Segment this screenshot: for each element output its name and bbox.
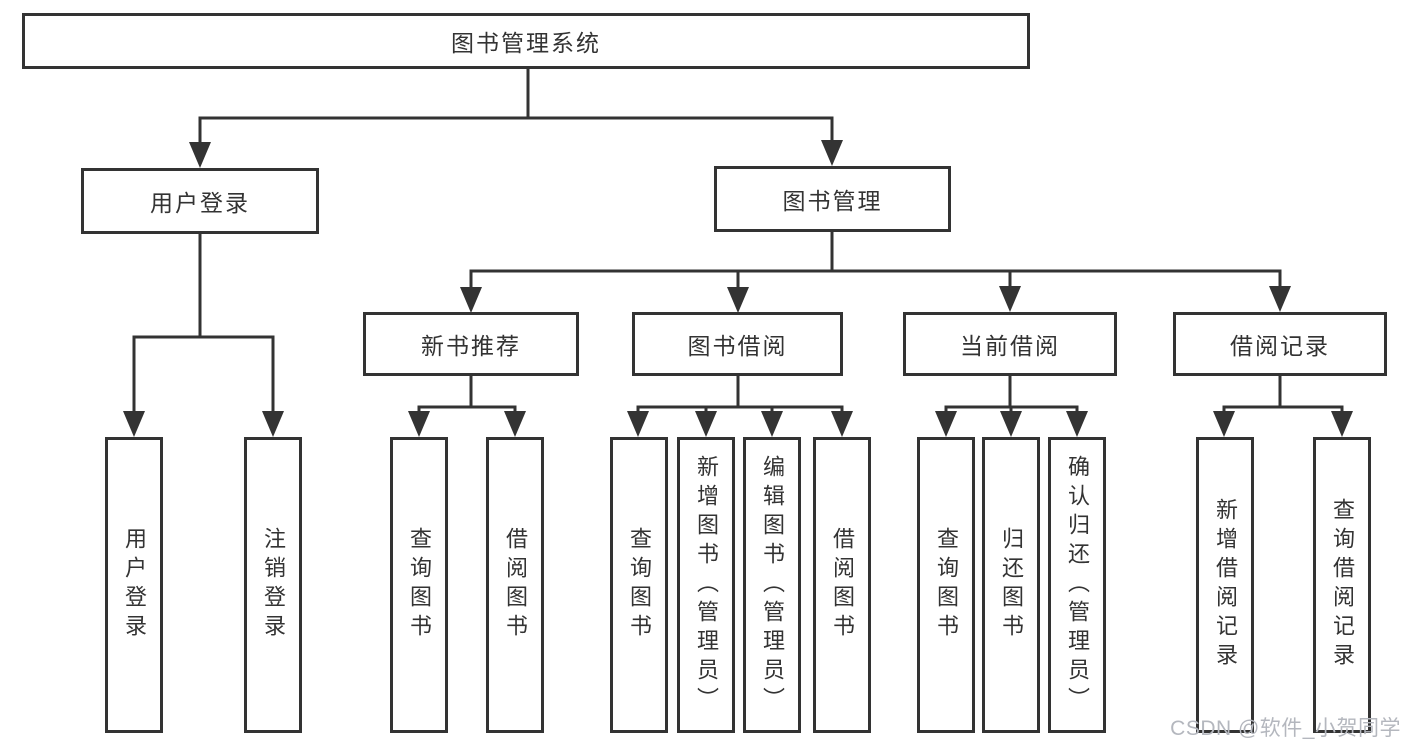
arrowhead-icon <box>999 286 1021 312</box>
leaf-borrow-books-recommend: 借阅图书 <box>486 437 544 733</box>
leaf-logout: 注销登录 <box>244 437 302 733</box>
arrowhead-icon <box>460 287 482 313</box>
arrowhead-icon <box>189 142 211 168</box>
leaf-query-books-borrowing: 查询图书 <box>610 437 668 733</box>
leaf-query-books-current: 查询图书 <box>917 437 975 733</box>
arrowhead-icon <box>935 411 957 437</box>
leaf-confirm-return-admin: 确认归还（管理员） <box>1048 437 1106 733</box>
connector-book-borrowing-to-leaves <box>627 374 853 437</box>
leaf-return-book: 归还图书 <box>982 437 1040 733</box>
node-system-root: 图书管理系统 <box>22 13 1030 69</box>
connector-user-login-to-leaves <box>123 232 284 437</box>
arrowhead-icon <box>695 411 717 437</box>
arrowhead-icon <box>761 411 783 437</box>
node-new-book-recommend: 新书推荐 <box>363 312 579 376</box>
node-book-borrowing: 图书借阅 <box>632 312 843 376</box>
connector-borrowing-records-to-leaves <box>1213 374 1353 437</box>
arrowhead-icon <box>727 287 749 313</box>
connector-current-borrowing-to-leaves <box>935 374 1088 437</box>
arrowhead-icon <box>627 411 649 437</box>
leaf-add-borrow-record: 新增借阅记录 <box>1196 437 1254 733</box>
node-book-management: 图书管理 <box>714 166 951 232</box>
connector-book-management-to-level3 <box>460 230 1291 313</box>
leaf-edit-book-admin: 编辑图书（管理员） <box>743 437 801 733</box>
node-borrowing-records: 借阅记录 <box>1173 312 1387 376</box>
leaf-query-borrow-record: 查询借阅记录 <box>1313 437 1371 733</box>
connector-root-to-level2 <box>189 67 843 168</box>
arrowhead-icon <box>1066 411 1088 437</box>
arrowhead-icon <box>831 411 853 437</box>
arrowhead-icon <box>262 411 284 437</box>
connector-new-book-recommend-to-leaves <box>408 374 526 437</box>
arrowhead-icon <box>1269 286 1291 312</box>
arrowhead-icon <box>123 411 145 437</box>
leaf-query-books-recommend: 查询图书 <box>390 437 448 733</box>
leaf-borrow-books-borrowing: 借阅图书 <box>813 437 871 733</box>
arrowhead-icon <box>821 140 843 166</box>
node-user-login: 用户登录 <box>81 168 319 234</box>
arrowhead-icon <box>504 411 526 437</box>
arrowhead-icon <box>1331 411 1353 437</box>
leaf-add-book-admin: 新增图书（管理员） <box>677 437 735 733</box>
node-current-borrowing: 当前借阅 <box>903 312 1117 376</box>
arrowhead-icon <box>1213 411 1235 437</box>
csdn-watermark: CSDN @软件_小贺同学 <box>1170 717 1401 740</box>
arrowhead-icon <box>408 411 430 437</box>
leaf-user-login: 用户登录 <box>105 437 163 733</box>
arrowhead-icon <box>1000 411 1022 437</box>
